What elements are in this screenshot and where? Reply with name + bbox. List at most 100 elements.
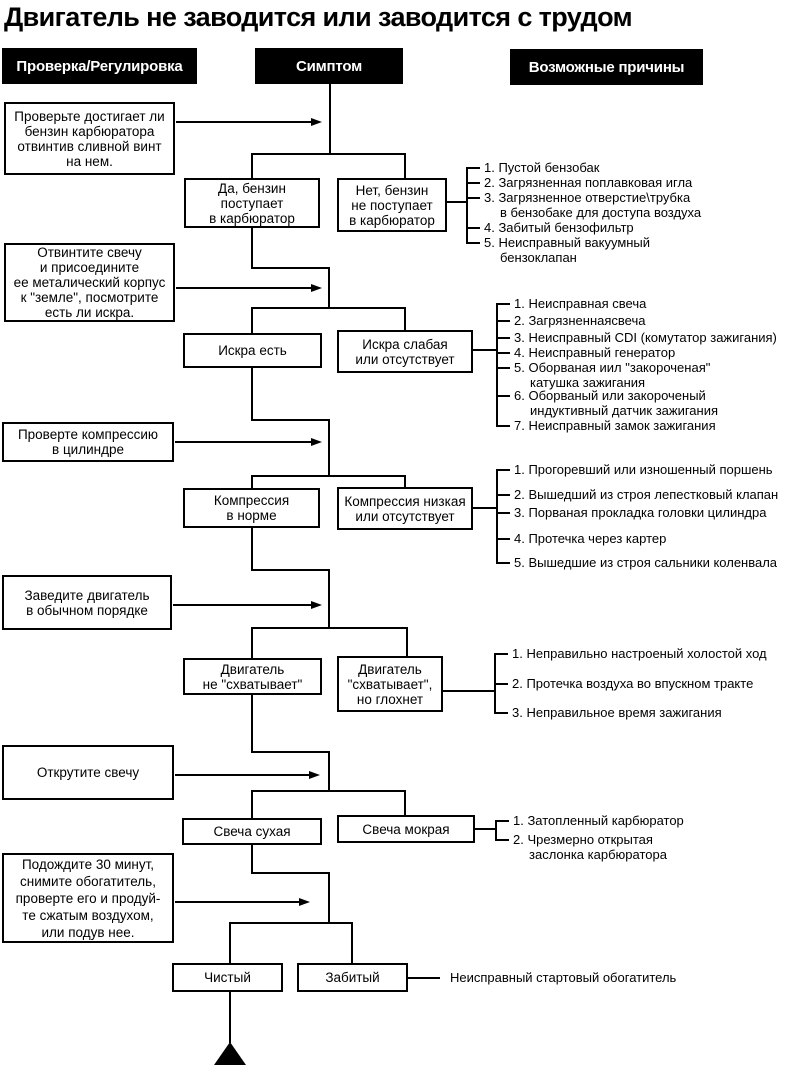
connector-line bbox=[251, 790, 406, 792]
tick-line bbox=[494, 683, 508, 685]
symptom-plug-dry: Свеча сухая bbox=[182, 818, 322, 845]
connector-line bbox=[251, 627, 408, 629]
arrowhead-icon bbox=[311, 118, 322, 126]
connector-line bbox=[251, 307, 253, 333]
connector-line bbox=[404, 790, 406, 815]
cause-item: 5. Вышедшие из строя сальники коленвала bbox=[514, 555, 778, 570]
connector-line bbox=[404, 153, 406, 178]
cause-item: 3. Порваная прокладка головки цилиндра bbox=[514, 505, 767, 520]
connector-line bbox=[251, 153, 253, 178]
cause-item: 3. Неисправный CDI (комутатор зажигания) bbox=[514, 330, 777, 345]
connector-line bbox=[251, 627, 253, 658]
arrowhead-icon bbox=[299, 898, 310, 906]
connector-line bbox=[404, 307, 406, 330]
check-box-remove-plug: Открутите свечу bbox=[2, 745, 174, 800]
tick-line bbox=[466, 197, 480, 199]
column-header-symptom: Симптом bbox=[255, 48, 403, 84]
symptom-plug-wet: Свеча мокрая bbox=[337, 815, 475, 843]
cause-item: 5. Оборваная иил "закороченая" катушка з… bbox=[514, 360, 711, 390]
cause-item: 4. Неисправный генератор bbox=[514, 345, 676, 360]
connector-line bbox=[328, 751, 330, 791]
tick-line bbox=[495, 839, 509, 841]
arrowhead-icon bbox=[311, 601, 322, 609]
connector-line bbox=[329, 84, 331, 154]
flow-arrow bbox=[175, 441, 312, 443]
tick-line bbox=[466, 182, 480, 184]
check-box-wait-30min: Подождите 30 минут, снимите обогатитель,… bbox=[2, 853, 174, 943]
cause-item: 1. Пустой бензобак bbox=[484, 160, 600, 175]
connector-line bbox=[251, 528, 253, 571]
cause-item: 3. Загрязненное отверстие\трубка в бензо… bbox=[484, 190, 702, 220]
cause-item: 2. Вышедший из строя лепестковый клапан bbox=[514, 487, 779, 502]
cause-item: 3. Неправильное время зажигания bbox=[512, 705, 722, 720]
cause-item: Неисправный стартовый обогатитель bbox=[450, 970, 677, 985]
tick-line bbox=[495, 820, 509, 822]
connector-line bbox=[328, 419, 330, 476]
connector-line bbox=[251, 872, 330, 874]
tick-line bbox=[494, 653, 508, 655]
symptom-fuel-no: Нет, бензин не поступает в карбюратор bbox=[337, 178, 447, 232]
cause-item: 2. Загрязненнаясвеча bbox=[514, 313, 646, 328]
flow-arrow bbox=[175, 774, 310, 776]
bracket-line bbox=[496, 469, 498, 564]
connector-line bbox=[404, 475, 406, 487]
flow-arrow bbox=[173, 604, 312, 606]
connector-line bbox=[251, 790, 253, 818]
connector-line bbox=[229, 922, 353, 924]
connector-line bbox=[473, 507, 497, 509]
tick-line bbox=[494, 712, 508, 714]
flow-arrow bbox=[176, 121, 312, 123]
bracket-line bbox=[496, 303, 498, 427]
connector-line bbox=[443, 690, 495, 692]
tick-line bbox=[496, 320, 510, 322]
connector-line bbox=[251, 475, 406, 477]
bracket-line bbox=[495, 820, 497, 841]
symptom-spark-yes: Искра есть bbox=[183, 333, 322, 368]
symptom-fuel-yes: Да, бензин поступает в карбюратор bbox=[184, 178, 320, 228]
symptom-spark-weak: Искра слабая или отсутствует bbox=[337, 330, 473, 373]
cause-item: 1. Прогоревший или изношенный поршень bbox=[514, 462, 773, 477]
cause-item: 2. Чрезмерно открытая заслонка карбюрато… bbox=[513, 832, 667, 862]
cause-item: 4. Забитый бензофильтр bbox=[484, 220, 634, 235]
cause-item: 6. Оборваный или закороченый индуктивный… bbox=[514, 388, 719, 418]
connector-line bbox=[473, 349, 497, 351]
bracket-line bbox=[466, 167, 468, 244]
connector-line bbox=[251, 307, 406, 309]
tick-line bbox=[496, 494, 510, 496]
connector-line bbox=[328, 267, 330, 308]
tick-line bbox=[496, 562, 510, 564]
tick-line bbox=[496, 469, 510, 471]
tick-line bbox=[496, 512, 510, 514]
page-title: Двигатель не заводится или заводится с т… bbox=[4, 2, 633, 32]
cause-item: 1. Затопленный карбюратор bbox=[513, 813, 684, 828]
symptom-compression-low: Компрессия низкая или отсутствует bbox=[337, 487, 473, 530]
tick-line bbox=[496, 425, 510, 427]
cause-item: 1. Неисправная свеча bbox=[514, 296, 647, 311]
connector-line bbox=[251, 845, 253, 874]
connector-line bbox=[251, 751, 330, 753]
column-header-causes: Возможные причины bbox=[510, 49, 703, 85]
connector-line bbox=[251, 267, 330, 269]
connector-line bbox=[447, 201, 467, 203]
tick-line bbox=[496, 337, 510, 339]
symptom-enricher-clogged: Забитый bbox=[297, 963, 408, 992]
connector-line bbox=[406, 627, 408, 656]
connector-line bbox=[251, 228, 253, 269]
cause-item: 5. Неисправный вакуумный бензоклапан bbox=[484, 235, 651, 265]
tick-line bbox=[496, 538, 510, 540]
flow-arrow bbox=[176, 287, 312, 289]
cause-item: 4. Протечка через картер bbox=[514, 531, 667, 546]
check-box-compression: Проверте компрессию в цилиндре bbox=[2, 422, 174, 462]
tick-line bbox=[496, 367, 510, 369]
connector-line bbox=[229, 922, 231, 963]
tick-line bbox=[496, 395, 510, 397]
check-box-spark-test: Отвинтите свечу и присоедините ее метали… bbox=[4, 243, 175, 322]
connector-line bbox=[408, 977, 440, 979]
cause-item: 2. Протечка воздуха во впускном тракте bbox=[512, 676, 754, 691]
arrowhead-icon bbox=[311, 438, 322, 446]
arrowhead-icon bbox=[311, 284, 322, 292]
tick-line bbox=[466, 167, 480, 169]
check-box-start-engine: Заведите двигатель в обычном порядке bbox=[2, 575, 172, 630]
tick-line bbox=[466, 242, 480, 244]
connector-line bbox=[251, 569, 330, 571]
